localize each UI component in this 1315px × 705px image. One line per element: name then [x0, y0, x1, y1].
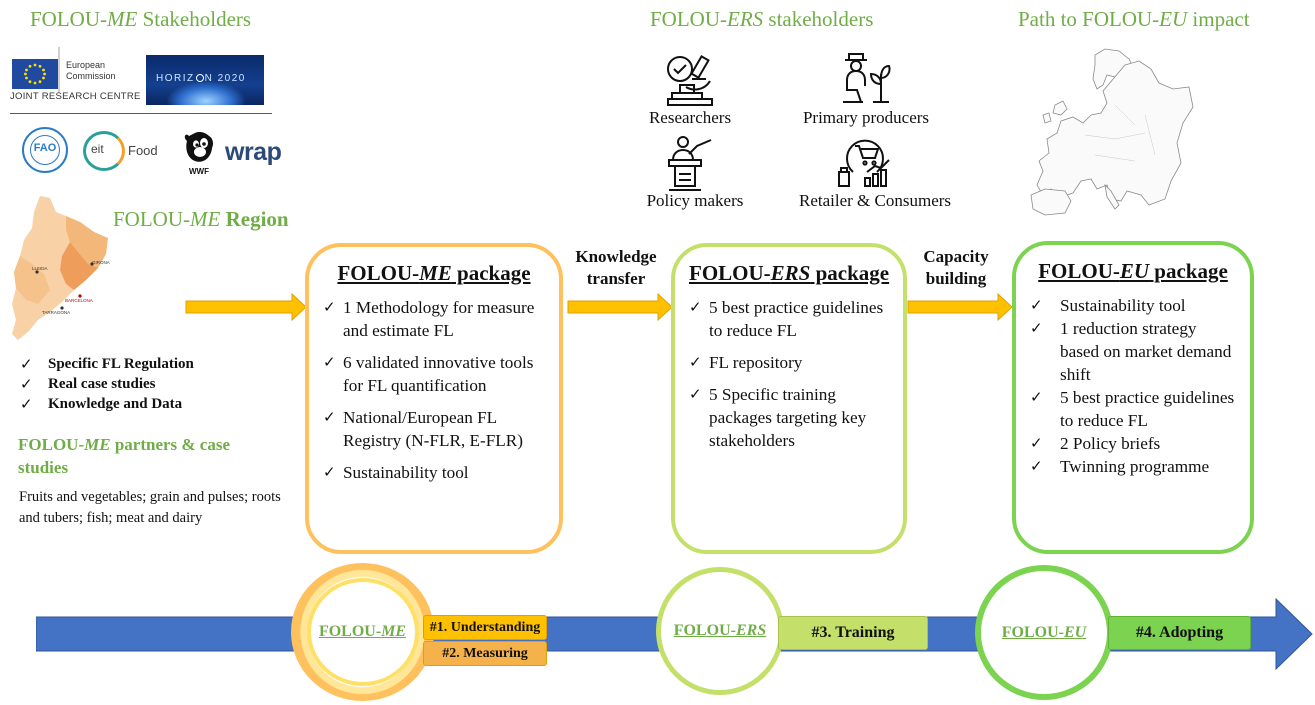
step-training: #3. Training — [778, 616, 928, 650]
region-check-item: Specific FL Regulation — [16, 354, 246, 374]
timeline-ers-circle: FOLOU-ERS — [656, 567, 784, 695]
step-understanding: #1. Understanding — [423, 615, 547, 640]
wrap-logo: wrap — [225, 138, 282, 166]
knowledge-transfer-label: Knowledge transfer — [575, 247, 657, 288]
region-check-item: Real case studies — [16, 374, 246, 394]
microscope-icon — [667, 54, 713, 106]
path-eu-title: Path to FOLOU-EU impact — [1018, 7, 1250, 31]
me-package-item: 6 validated innovative tools for FL quan… — [323, 351, 545, 397]
stakeholder-label: Retailer & Consumers — [798, 191, 952, 210]
timeline-me-circle: FOLOU-ME — [291, 563, 434, 701]
capacity-building-arrow-icon — [907, 292, 1013, 322]
timeline-eu-circle: FOLOU-EU — [975, 565, 1113, 700]
eu-package-item: 1 reduction strategy based on market dem… — [1030, 317, 1236, 386]
shopping-cart-icon — [838, 139, 890, 187]
step-measuring: #2. Measuring — [423, 641, 547, 666]
region-checklist: Specific FL Regulation Real case studies… — [16, 354, 246, 414]
farmer-icon — [843, 53, 891, 103]
stakeholders-ers-title: FOLOU-ERS stakeholders — [650, 7, 874, 31]
ers-package-item: 5 Specific training packages targeting k… — [689, 383, 889, 452]
eu-package-title: FOLOU-EU package — [1038, 259, 1228, 283]
eu-package-item: 2 Policy briefs — [1030, 432, 1236, 455]
eu-package-item: Sustainability tool — [1030, 294, 1236, 317]
eu-package-box: FOLOU-EU package Sustainability tool 1 r… — [1012, 241, 1254, 554]
eu-package-item: 5 best practice guidelines to reduce FL — [1030, 386, 1236, 432]
stakeholder-label: Primary producers — [802, 108, 930, 127]
ec-logo-text: European Commission — [66, 60, 116, 81]
step-adopting: #4. Adopting — [1108, 616, 1251, 650]
stakeholder-label: Policy makers — [646, 191, 744, 210]
knowledge-transfer-arrow-icon — [567, 292, 673, 322]
region-title: FOLOU-ME Region — [113, 207, 289, 231]
region-check-item: Knowledge and Data — [16, 394, 246, 414]
partners-title: FOLOU-ME partners & case studies — [18, 435, 231, 477]
europe-map — [1030, 48, 1194, 216]
ers-package-item: FL repository — [689, 351, 889, 374]
eit-food-logo: eit — [83, 131, 125, 171]
eu-flag-icon — [12, 59, 58, 89]
ers-package-title: FOLOU-ERS package — [689, 261, 890, 285]
capacity-building-label: Capacity building — [923, 247, 989, 288]
logo-strip: European Commission JOINT RESEARCH CENTR… — [10, 47, 272, 114]
me-package-box: FOLOU-ME package 1 Methodology for measu… — [305, 243, 563, 554]
me-package-title: FOLOU-ME package — [337, 261, 531, 285]
jrc-logo-text: JOINT RESEARCH CENTRE — [10, 91, 141, 102]
stakeholders-me-title: FOLOU-ME Stakeholders — [30, 7, 252, 31]
speaker-podium-icon — [668, 136, 712, 191]
fao-logo: FAO — [22, 127, 68, 173]
me-package-item: Sustainability tool — [323, 461, 545, 484]
ers-package-box: FOLOU-ERS package 5 best practice guidel… — [671, 243, 907, 554]
eit-food-text: Food — [128, 143, 158, 158]
ers-package-item: 5 best practice guidelines to reduce FL — [689, 296, 889, 342]
wwf-panda-icon: WWF — [183, 128, 215, 176]
stakeholder-label: Researchers — [648, 108, 732, 127]
eu-package-item: Twinning programme — [1030, 455, 1236, 478]
region-arrow-icon — [185, 292, 307, 322]
partners-text: Fruits and vegetables; grain and pulses;… — [19, 489, 281, 526]
catalonia-map: LLEIDA GIRONA TARRAGONA BARCELONA — [10, 194, 112, 344]
me-package-item: National/European FL Registry (N-FLR, E-… — [323, 406, 545, 452]
me-package-item: 1 Methodology for measure and estimate F… — [323, 296, 545, 342]
